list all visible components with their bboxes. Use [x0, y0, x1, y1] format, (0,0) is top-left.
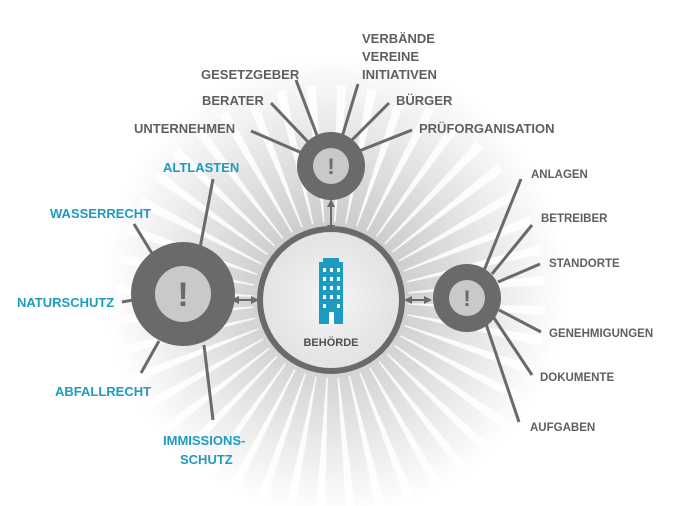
sunburst-ray: [153, 171, 268, 256]
label-altlasten: ALTLASTEN: [163, 160, 239, 175]
sunburst-ray: [404, 325, 536, 376]
sunburst-ray: [359, 372, 415, 502]
sunburst-ray: [178, 355, 278, 459]
label-gesetzgeber: GESETZGEBER: [201, 67, 300, 82]
sunburst-ray: [398, 188, 520, 262]
sunburst-ray: [227, 368, 296, 493]
sunburst-ray: [369, 367, 443, 489]
sunburst-ray: [316, 377, 328, 506]
center-node[interactable]: BEHÖRDE: [257, 226, 405, 374]
label-naturschutz: NATURSCHUTZ: [17, 295, 114, 310]
sunburst-ray: [392, 163, 504, 253]
sunburst-ray: [255, 373, 306, 505]
label-vereine: VEREINE: [362, 49, 419, 64]
label-anlagen: ANLAGEN: [531, 169, 588, 181]
label-pruefo: PRÜFORGANISATION: [419, 121, 555, 136]
label-immissions: IMMISSIONS-: [163, 433, 245, 448]
left-hub[interactable]: !: [131, 242, 235, 346]
exclamation-icon: !: [463, 286, 470, 311]
label-buerger: BÜRGER: [396, 93, 453, 108]
sunburst-ray: [394, 344, 509, 429]
exclamation-icon: !: [327, 154, 334, 179]
sunburst-ray: [142, 338, 264, 412]
sunburst-ray: [337, 377, 355, 506]
label-betreiber: BETREIBER: [541, 213, 608, 225]
label-abfallrecht: ABFALLRECHT: [55, 384, 151, 399]
office-building-icon: [319, 258, 343, 324]
sunburst-ray: [172, 147, 276, 247]
sunburst-ray: [386, 353, 490, 453]
sunburst-ray: [202, 363, 287, 478]
arrow-center-left: [231, 296, 259, 304]
sunburst-ray: [286, 376, 317, 506]
label-standorte: STANDORTE: [549, 258, 620, 270]
label-initiativen: INITIATIVEN: [362, 67, 437, 82]
label-berater: BERATER: [202, 93, 264, 108]
label-aufgaben: AUFGABEN: [530, 422, 595, 434]
label-wasserrecht: WASSERRECHT: [50, 206, 151, 221]
label-unternehmen: UNTERNEHMEN: [134, 121, 235, 136]
sunburst-ray: [158, 347, 270, 437]
sunburst-ray: [129, 328, 259, 384]
top-hub-spokes: [250, 79, 413, 155]
sunburst-ray: [384, 141, 484, 245]
label-genehmigungen: GENEHMIGUNGEN: [549, 328, 653, 340]
right-hub[interactable]: !: [433, 264, 501, 332]
exclamation-icon: !: [177, 276, 188, 314]
top-hub[interactable]: !: [297, 132, 365, 200]
label-verbaende: VERBÄNDE: [362, 31, 435, 46]
sunburst-ray: [276, 89, 314, 225]
sunburst-ray: [366, 107, 435, 232]
sunburst-ray: [247, 98, 303, 228]
arrow-center-right: [404, 296, 432, 304]
left-hub-spokes: [121, 178, 215, 421]
sunburst-ray: [375, 122, 460, 237]
sunburst-ray: [378, 361, 468, 473]
center-label: BEHÖRDE: [303, 336, 358, 349]
sunburst-ray: [194, 127, 284, 239]
sunburst-ray: [138, 196, 263, 265]
sunburst-ray: [219, 111, 293, 233]
sunburst-ray: [348, 375, 386, 506]
label-dokumente: DOKUMENTE: [540, 372, 614, 384]
sunburst-ray: [356, 95, 407, 227]
right-hub-spokes: [481, 178, 542, 423]
label-schutz: SCHUTZ: [180, 452, 233, 467]
sunburst-ray: [399, 335, 524, 404]
